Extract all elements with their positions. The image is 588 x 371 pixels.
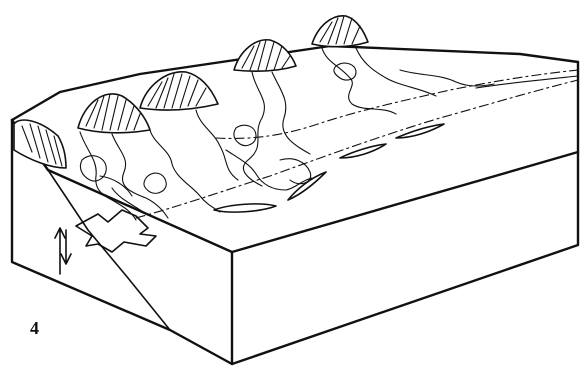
alluvial-fan-1: [14, 120, 66, 168]
channel-center-b: [272, 72, 310, 154]
alluvial-fan-5: [312, 16, 368, 47]
offshore-bar-3: [340, 144, 386, 158]
deposit-3: [234, 125, 256, 145]
panel-label: 4: [30, 318, 39, 339]
alluvial-fan-2: [78, 94, 150, 133]
fault-arrow-down: [61, 230, 71, 264]
channel-far: [400, 70, 494, 86]
alluvial-fan-4: [234, 40, 296, 71]
offshore-bar-2: [288, 172, 326, 200]
offshore-bar-1: [214, 204, 276, 212]
deposit-2: [144, 173, 166, 193]
channel-right-b: [356, 48, 436, 96]
block-outline: [12, 46, 578, 364]
block-front-face-bottom: [232, 152, 578, 364]
shoreline-dashed-line-2: [216, 70, 578, 138]
channel-right: [322, 48, 396, 114]
deposit-4: [334, 63, 356, 80]
alluvial-fan-3: [140, 72, 218, 110]
alluvial-fans: [14, 16, 368, 168]
offshore-bar-4: [396, 124, 444, 138]
offshore-bars: [214, 124, 444, 212]
shoreline-solid-line: [476, 76, 578, 88]
channel-left: [80, 132, 136, 220]
channel-mid-b: [196, 110, 238, 180]
channel-mid: [150, 130, 220, 212]
fault-arrow-up: [55, 228, 65, 274]
